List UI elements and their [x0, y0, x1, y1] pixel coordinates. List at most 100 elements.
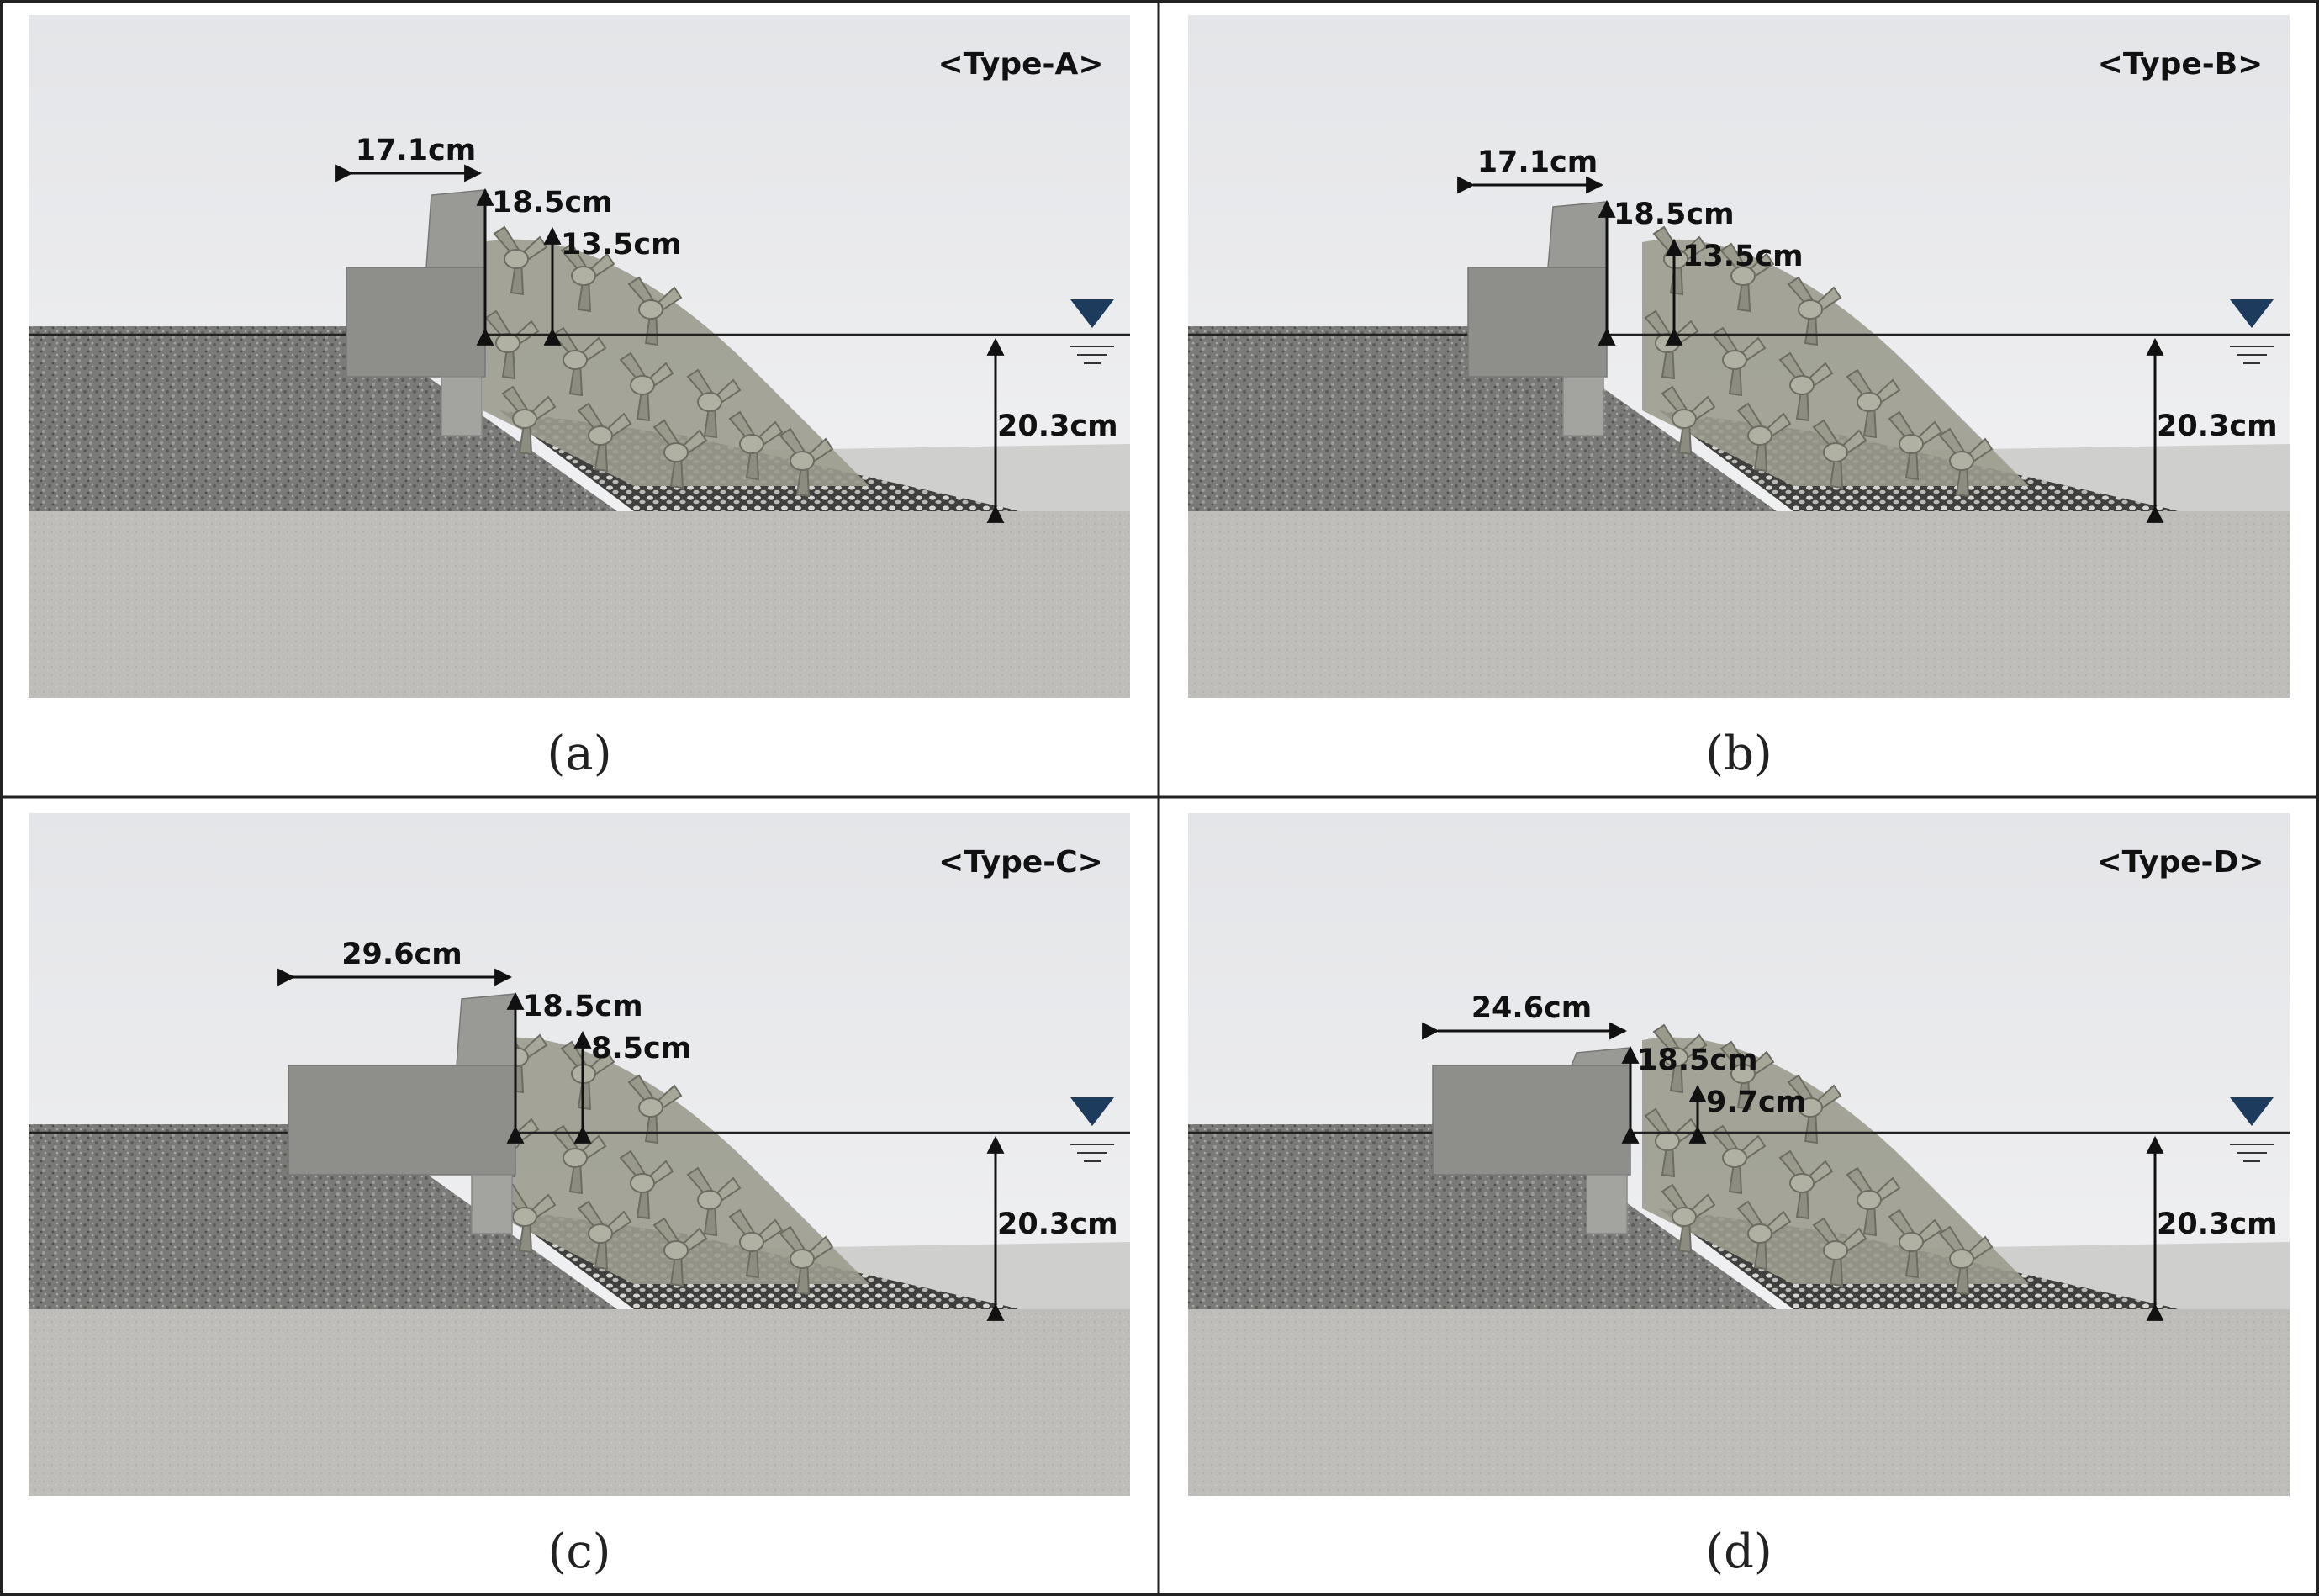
type-label: <Type-D>: [2096, 845, 2264, 880]
tetrapod-core: [1823, 1240, 1848, 1260]
type-label: <Type-A>: [938, 47, 1103, 82]
water-level-triangle-icon: [1070, 1097, 1114, 1126]
tetrapod-unit: [779, 1225, 834, 1296]
seabed-ground: [1188, 1309, 2290, 1496]
tetrapod-unit: [728, 410, 784, 481]
tetrapod-unit: [1888, 1208, 1943, 1279]
tetrapod-core: [1857, 1190, 1882, 1210]
tetrapod-unit: [1846, 1166, 1901, 1237]
tetrapod-unit: [1652, 1023, 1708, 1094]
crown-width-label: 17.1cm: [1477, 145, 1598, 179]
tetrapod-core: [739, 434, 764, 454]
tetrapod-unit: [1778, 351, 1834, 422]
tetrapod-unit: [501, 385, 557, 456]
tetrapod-core: [739, 1232, 764, 1252]
tetrapod-unit: [1812, 1217, 1867, 1287]
tetrapod-unit: [560, 242, 615, 313]
tetrapod-core: [504, 249, 529, 269]
tetrapod-unit: [652, 419, 708, 489]
tetrapod-core: [697, 392, 722, 412]
tetrapod-unit: [686, 368, 742, 439]
freeboard-label: 13.5cm: [561, 228, 682, 262]
tetrapod-unit: [1719, 242, 1775, 313]
water-depth-label: 20.3cm: [2157, 1208, 2278, 1241]
wall-height-label: 18.5cm: [1614, 198, 1735, 231]
wall-height-label: 18.5cm: [522, 990, 643, 1023]
tetrapod-unit: [1787, 276, 1842, 346]
tetrapod-core: [1747, 425, 1772, 446]
type-label: <Type-B>: [2098, 47, 2264, 82]
tetrapod-core: [563, 350, 588, 370]
tetrapod-unit: [1888, 410, 1943, 481]
tetrapod-unit: [493, 225, 548, 296]
tetrapod-unit: [1661, 1183, 1716, 1254]
crown-width-label: 24.6cm: [1471, 991, 1593, 1025]
core-gravel-fill: [29, 1124, 617, 1309]
tetrapod-core: [1730, 1064, 1756, 1084]
panel-a: 17.1cm 18.5cm 13.5cm 20.3cm <Type-A> (a): [29, 15, 1130, 781]
tetrapod-unit: [1846, 368, 1901, 439]
tetrapod-unit: [1938, 1225, 1994, 1296]
tetrapod-unit: [728, 1208, 784, 1279]
tetrapod-core: [1823, 442, 1848, 462]
tetrapod-unit: [1719, 1040, 1775, 1111]
tetrapod-core: [663, 1240, 689, 1260]
crown-wall-body: [288, 1065, 516, 1176]
water-depth-label: 20.3cm: [997, 410, 1118, 443]
water-level-triangle-icon: [1070, 299, 1114, 328]
tetrapod-unit: [1778, 1149, 1834, 1220]
tetrapod-unit: [1812, 419, 1867, 489]
crown-wall-body: [1467, 267, 1608, 378]
tetrapod-unit: [1661, 385, 1716, 456]
tetrapod-core: [1789, 1173, 1815, 1193]
tetrapod-core: [1949, 451, 1974, 471]
panel-caption: (a): [547, 727, 611, 781]
tetrapod-core: [790, 451, 815, 471]
core-gravel-fill: [29, 326, 617, 511]
tetrapod-core: [563, 1148, 588, 1168]
crown-width-label: 17.1cm: [356, 134, 477, 167]
tetrapod-unit: [619, 1149, 674, 1220]
tetrapod-core: [663, 442, 689, 462]
tetrapod-unit: [552, 326, 607, 397]
tetrapod-core: [588, 1223, 613, 1244]
tetrapod-core: [495, 333, 520, 353]
tetrapod-core: [790, 1249, 815, 1269]
tetrapod-core: [1730, 266, 1756, 286]
seabed-ground: [29, 511, 1130, 698]
footing-block: [441, 376, 483, 436]
tetrapod-unit: [619, 351, 674, 422]
tetrapod-unit: [577, 402, 632, 473]
tetrapod-core: [512, 409, 537, 429]
tetrapod-core: [630, 375, 655, 395]
tetrapod-core: [1899, 1232, 1924, 1252]
wall-height-label: 18.5cm: [492, 186, 613, 219]
parapet-wall: [456, 993, 516, 1066]
tetrapod-unit: [627, 276, 683, 346]
tetrapod-unit: [577, 1200, 632, 1271]
footing-block: [1562, 376, 1604, 436]
tetrapod-core: [1672, 409, 1697, 429]
tetrapod-core: [1899, 434, 1924, 454]
crown-wall-body: [1432, 1065, 1631, 1176]
tetrapod-unit: [1736, 1200, 1792, 1271]
seabed-ground: [29, 1309, 1130, 1496]
freeboard-label: 13.5cm: [1682, 240, 1804, 273]
parapet-wall: [1547, 201, 1608, 268]
tetrapod-unit: [1736, 402, 1792, 473]
parapet-wall: [425, 189, 486, 268]
tetrapod-core: [588, 425, 613, 446]
tetrapod-unit: [652, 1217, 708, 1287]
freeboard-label: 8.5cm: [591, 1032, 691, 1065]
crown-wall-body: [346, 267, 486, 378]
core-gravel-fill: [1188, 1124, 1777, 1309]
water-depth-label: 20.3cm: [997, 1208, 1118, 1241]
tetrapod-unit: [1787, 1074, 1842, 1144]
tetrapod-core: [1857, 392, 1882, 412]
tetrapod-unit: [1711, 1124, 1767, 1195]
tetrapod-core: [638, 1097, 663, 1118]
tetrapod-core: [630, 1173, 655, 1193]
